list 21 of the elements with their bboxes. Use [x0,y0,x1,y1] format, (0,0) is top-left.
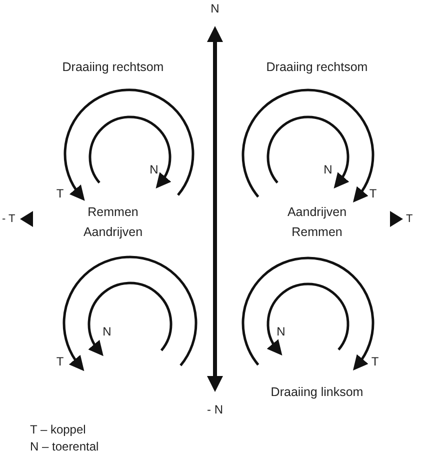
speed-label: N [324,163,332,177]
legend-text: N – toerental [30,440,99,453]
torque-label: T [369,187,377,201]
mode-label: Aandrijven [83,226,143,240]
quadrant-title: Draaiing rechtsom [62,61,164,75]
torque-label: T [371,355,379,369]
speed-label: N [150,163,158,177]
mode-label: Remmen [292,226,342,240]
axis-label: - N [207,403,223,417]
axis-label: N [210,2,220,16]
quadrant-title: Draaiing rechtsom [266,61,368,75]
speed-label: N [102,325,112,339]
torque-label: T [56,355,64,369]
mode-label: Aandrijven [287,206,347,220]
legend-text: T – koppel [30,423,86,437]
speed-label: N [276,325,286,339]
quadrant-title: Draaiing linksom [270,386,364,400]
axis-label: - T [2,212,16,226]
mode-label: Remmen [88,206,138,220]
torque-label: T [56,187,64,201]
axis-label: T [406,212,413,226]
